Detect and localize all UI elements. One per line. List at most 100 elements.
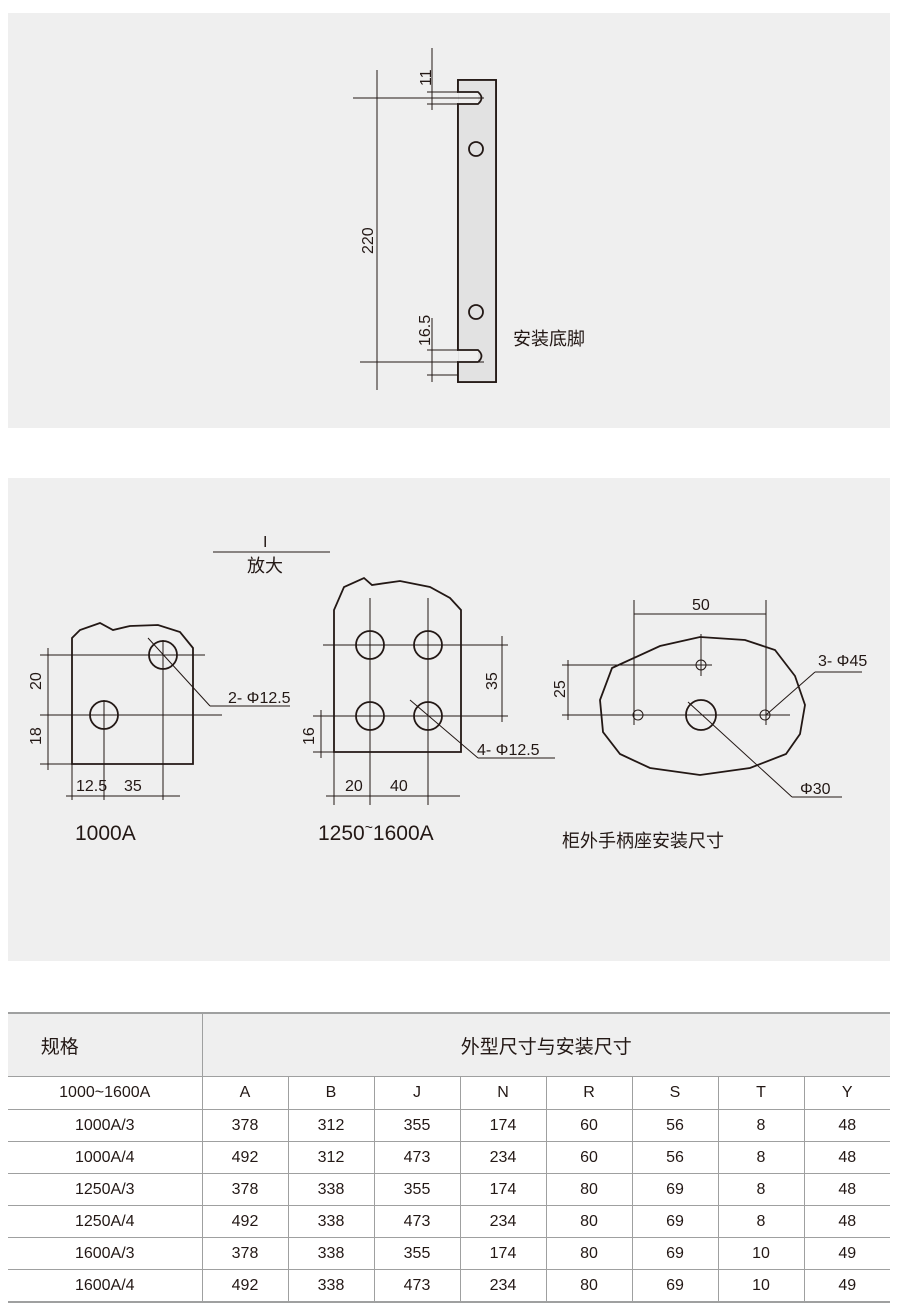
cell: 56 xyxy=(631,1141,718,1174)
plate-1600a: 35 16 20 40 4- Φ12.5 1250~1600A xyxy=(301,576,555,845)
cell: 473 xyxy=(373,1205,460,1238)
cell: 473 xyxy=(373,1269,460,1303)
foot-hole-upper xyxy=(468,141,484,157)
cell: 473 xyxy=(373,1141,460,1174)
cell: 80 xyxy=(545,1237,632,1270)
cell: 69 xyxy=(631,1173,718,1206)
cell: 492 xyxy=(202,1205,288,1238)
col-header: R xyxy=(545,1076,632,1110)
cell: 80 xyxy=(545,1205,632,1238)
cell: 174 xyxy=(459,1173,546,1206)
plate-1000a: 20 18 12.5 35 2- Φ12.5 1000A xyxy=(28,622,291,845)
table-row: 1250A/4 492 338 473 234 80 69 8 48 xyxy=(8,1205,891,1238)
cell: 355 xyxy=(373,1109,460,1142)
row-spec: 1600A/4 xyxy=(8,1269,203,1303)
cell: 234 xyxy=(459,1205,546,1238)
cell: 69 xyxy=(631,1269,718,1303)
handle-seat-caption: 柜外手柄座安装尺寸 xyxy=(562,831,724,851)
cell: 49 xyxy=(803,1269,891,1303)
cell: 48 xyxy=(803,1205,891,1238)
cell: 355 xyxy=(373,1173,460,1206)
table-row: 1000A/4 492 312 473 234 60 56 8 48 xyxy=(8,1141,891,1174)
col-header: J xyxy=(373,1076,460,1110)
handle-center-note: Φ30 xyxy=(800,781,831,798)
magnify-mark: I xyxy=(263,534,267,551)
dim-foot-total: 220 xyxy=(360,227,377,254)
row-spec: 1000A/4 xyxy=(8,1141,203,1174)
plate-1600-hole-note: 4- Φ12.5 xyxy=(477,742,540,759)
cell: 492 xyxy=(202,1141,288,1174)
cell: 80 xyxy=(545,1173,632,1206)
hole-layout-panel xyxy=(8,478,890,961)
table-row: 1600A/3 378 338 355 174 80 69 10 49 xyxy=(8,1237,891,1270)
cell: 8 xyxy=(717,1141,804,1174)
foot-hole-lower xyxy=(468,304,484,320)
cell: 48 xyxy=(803,1173,891,1206)
cell: 48 xyxy=(803,1141,891,1174)
mounting-foot-panel xyxy=(8,13,890,428)
handle-dim-25: 25 xyxy=(552,680,569,698)
group-header: 外型尺寸与安装尺寸 xyxy=(202,1013,891,1077)
dim-foot-top: 11 xyxy=(418,69,435,86)
range-label: 1000~1600A xyxy=(8,1076,203,1110)
cell: 355 xyxy=(373,1237,460,1270)
plate-1600-dim-20: 20 xyxy=(345,778,363,795)
row-spec: 1250A/4 xyxy=(8,1205,203,1238)
cell: 492 xyxy=(202,1269,288,1303)
cell: 8 xyxy=(717,1109,804,1142)
plate-1600-dim-35: 35 xyxy=(484,672,501,690)
cell: 60 xyxy=(545,1109,632,1142)
cell: 338 xyxy=(287,1205,374,1238)
cell: 234 xyxy=(459,1269,546,1303)
cell: 234 xyxy=(459,1141,546,1174)
cell: 56 xyxy=(631,1109,718,1142)
plate-1000-dim-35: 35 xyxy=(124,778,142,795)
mounting-foot-drawing: 11 220 16.5 安装底脚 xyxy=(353,48,585,390)
cell: 69 xyxy=(631,1237,718,1270)
magnify-text: 放大 xyxy=(247,556,283,576)
handle-seat-drawing: 50 25 3- Φ45 Φ30 柜外手柄座安装尺寸 xyxy=(552,597,867,851)
cell: 338 xyxy=(287,1237,374,1270)
cell: 8 xyxy=(717,1173,804,1206)
cell: 60 xyxy=(545,1141,632,1174)
cell: 338 xyxy=(287,1269,374,1303)
plate-1000-caption: 1000A xyxy=(75,822,136,845)
magnify-label: I 放大 xyxy=(213,534,330,576)
cell: 49 xyxy=(803,1237,891,1270)
column-header-row: 1000~1600A A B J N R S T Y xyxy=(8,1076,891,1110)
spec-table: 规格 外型尺寸与安装尺寸 1000~1600A A B J N R S T Y … xyxy=(8,1012,891,1303)
table-row: 1600A/4 492 338 473 234 80 69 10 49 xyxy=(8,1269,891,1303)
cell: 48 xyxy=(803,1109,891,1142)
plate-1000-dim-12-5: 12.5 xyxy=(76,778,107,795)
cell: 10 xyxy=(717,1269,804,1303)
row-spec: 1000A/3 xyxy=(8,1109,203,1142)
plate-1000-dim-20: 20 xyxy=(28,672,45,690)
table-row: 1000A/3 378 312 355 174 60 56 8 48 xyxy=(8,1109,891,1142)
plate-1600-dim-40: 40 xyxy=(390,778,408,795)
mounting-foot-caption: 安装底脚 xyxy=(513,329,585,349)
cell: 69 xyxy=(631,1205,718,1238)
col-header: N xyxy=(459,1076,546,1110)
spec-header: 规格 xyxy=(8,1013,203,1077)
plate-1000-hole-note: 2- Φ12.5 xyxy=(228,690,291,707)
col-header: Y xyxy=(803,1076,891,1110)
cell: 174 xyxy=(459,1109,546,1142)
cell: 338 xyxy=(287,1173,374,1206)
handle-dim-50: 50 xyxy=(692,597,710,614)
col-header: B xyxy=(287,1076,374,1110)
cell: 312 xyxy=(287,1109,374,1142)
table-row: 1250A/3 378 338 355 174 80 69 8 48 xyxy=(8,1173,891,1206)
cell: 378 xyxy=(202,1173,288,1206)
cell: 378 xyxy=(202,1109,288,1142)
cell: 174 xyxy=(459,1237,546,1270)
row-spec: 1250A/3 xyxy=(8,1173,203,1206)
col-header: A xyxy=(202,1076,288,1110)
cell: 80 xyxy=(545,1269,632,1303)
plate-1600-dim-16: 16 xyxy=(301,727,318,745)
handle-hole-note: 3- Φ45 xyxy=(818,653,867,670)
row-spec: 1600A/3 xyxy=(8,1237,203,1270)
plate-1000-dim-18: 18 xyxy=(28,727,45,745)
cell: 8 xyxy=(717,1205,804,1238)
cell: 10 xyxy=(717,1237,804,1270)
